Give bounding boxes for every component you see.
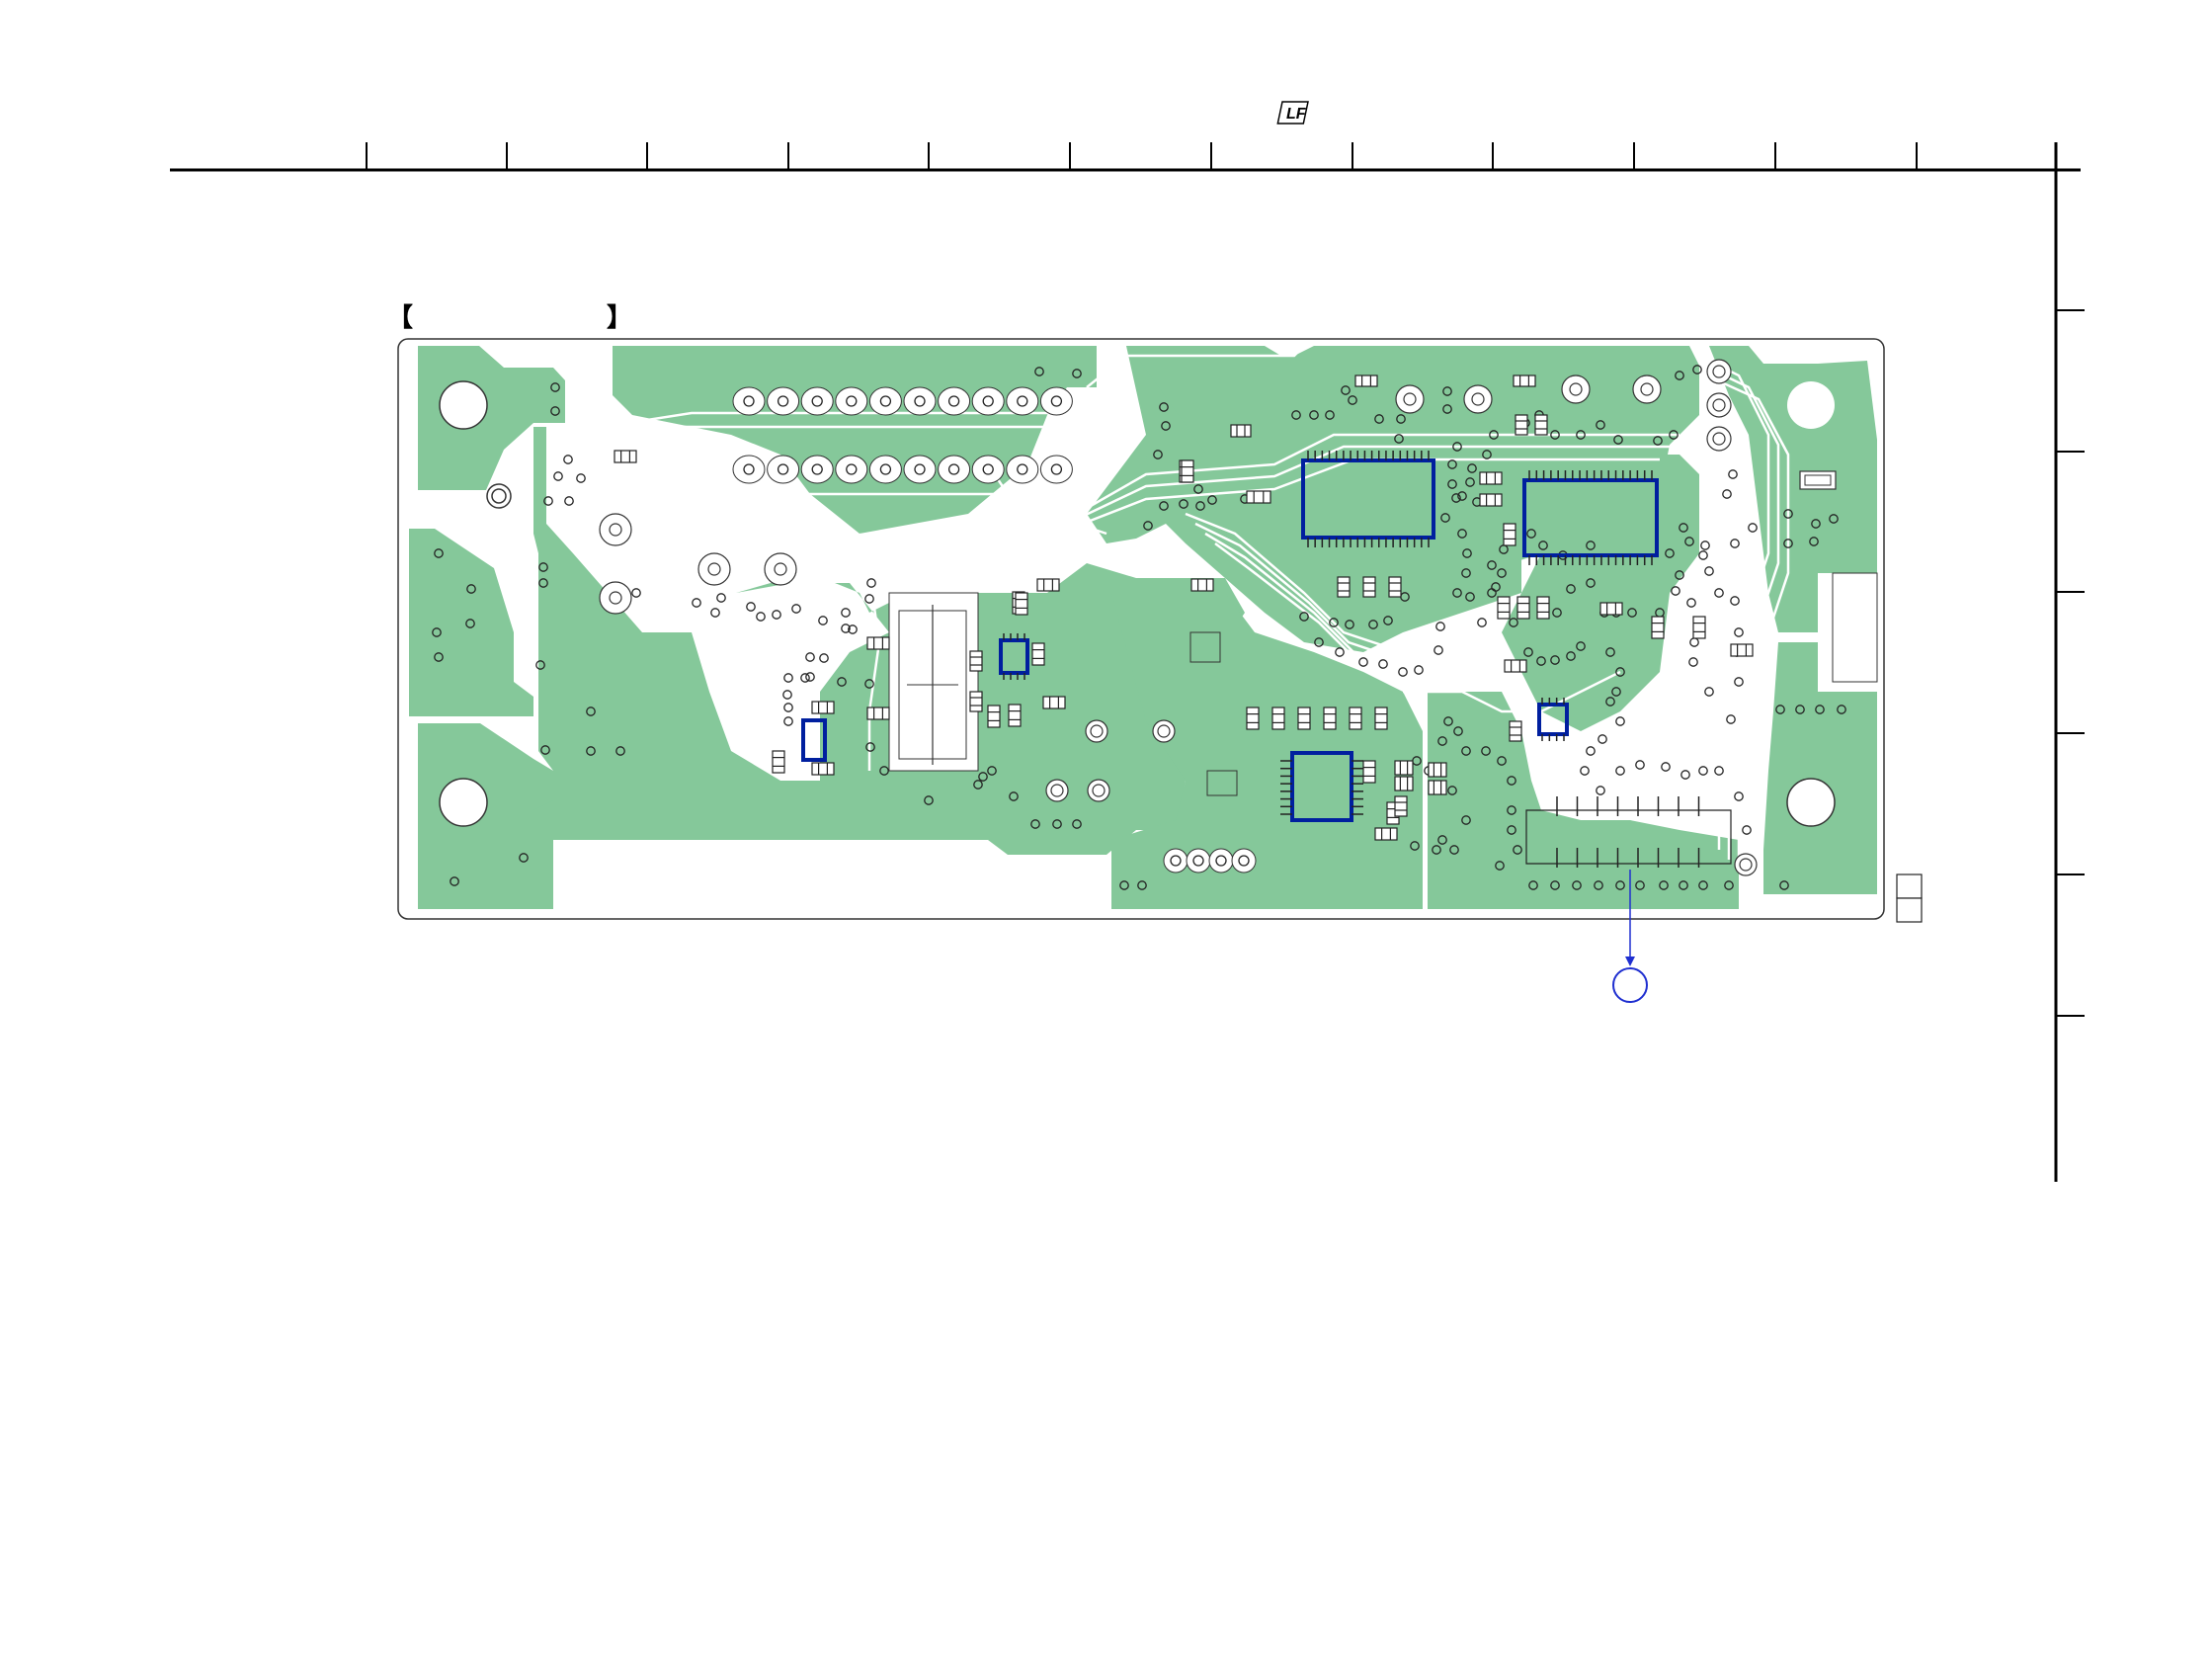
title-bracket-right: 】 [607,303,632,333]
smd-component [812,763,834,775]
smd-component [812,702,834,713]
connector-pad [1232,849,1256,873]
connector-pad [801,387,833,415]
smd-component [1389,577,1401,597]
smd-component [1009,705,1021,726]
lead-free-mark-icon: LF [1277,102,1308,124]
smd-component [773,751,784,773]
smd-component [1693,617,1705,638]
smd-component [867,707,889,719]
connector-pad [904,387,936,415]
smd-component [1375,828,1397,840]
connector-pad [939,387,970,415]
frame-right-ticks [2056,310,2085,1016]
smd-component [1504,524,1516,545]
smd-component [1016,593,1027,615]
smd-component [1510,721,1521,741]
smd-component [1355,375,1377,386]
connector-pad [1040,387,1072,415]
mount-hole-bottom-right [1787,779,1835,826]
smd-component [1395,761,1413,775]
smd-component [1375,707,1387,729]
smd-component [970,692,982,711]
connector-pad [1007,387,1038,415]
smd-component [970,651,982,671]
smd-component [1037,579,1059,591]
connector-pad [733,387,765,415]
smd-component [1247,707,1259,729]
smd-component [1537,597,1549,619]
svg-text:LF: LF [1286,106,1307,123]
smd-component [1043,697,1065,708]
smd-component [1032,643,1044,665]
connector-pad [836,456,867,483]
connector-pad [836,387,867,415]
connector-pad [1040,456,1072,483]
smd-component [1338,577,1350,597]
connector-pad [869,387,901,415]
connector-pad [768,387,799,415]
smd-component [1298,707,1310,729]
smd-component [1731,644,1753,656]
smd-component [1395,777,1413,790]
smd-component [1516,415,1527,435]
connector-pad [904,456,936,483]
connector-pad [1007,456,1038,483]
connector-pad [972,387,1004,415]
smd-component [1505,660,1526,672]
smd-component [1600,603,1622,615]
connector-pad [1164,849,1188,873]
smd-component [1514,375,1535,386]
smd-component [614,451,636,462]
connector-pad [1209,849,1233,873]
mount-hole-top-left [440,381,487,429]
smd-component [1498,597,1510,619]
smd-component [1535,415,1547,435]
smd-component [1350,707,1361,729]
smd-component [1231,425,1251,437]
smd-component [1363,761,1375,783]
title-bracket-left: 【 [387,303,413,333]
mount-hole-top-right [1787,381,1835,429]
smd-component [988,706,1000,727]
smd-component [1429,763,1446,777]
smd-component [1191,579,1213,591]
smd-component [1363,577,1375,597]
callout-circle [1613,968,1647,1002]
smd-component [1517,597,1529,619]
frame-top-ticks [367,142,2056,170]
smd-component [1324,707,1336,729]
smd-component [1182,460,1193,482]
connector-pad [768,456,799,483]
smd-component [1247,491,1270,503]
smd-component [1395,796,1407,816]
connector-pad [972,456,1004,483]
mount-hole-bottom-left [440,779,487,826]
smd-component [867,637,889,649]
connector-pad [1187,849,1210,873]
smd-component [1429,781,1446,794]
smd-component [1480,494,1502,506]
connector-pad [869,456,901,483]
callout-arrow-icon [1625,957,1635,966]
connector-pad [733,456,765,483]
smd-component [1272,707,1284,729]
side-label-boxes [1897,874,1922,922]
smd-component [1652,617,1664,638]
connector-pad [801,456,833,483]
smd-component [1480,472,1502,484]
connector-pad [939,456,970,483]
